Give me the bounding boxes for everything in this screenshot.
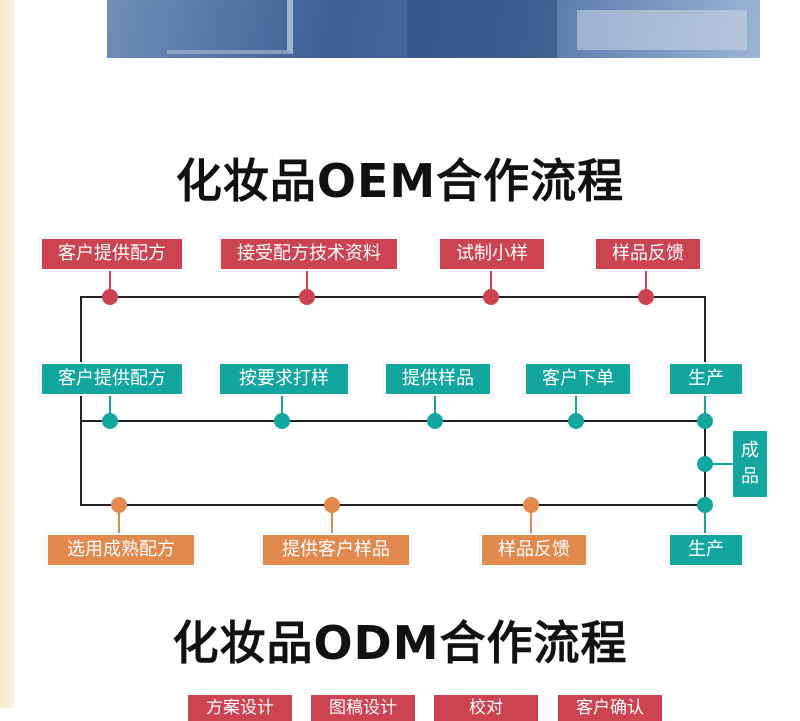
connector xyxy=(645,266,647,297)
step-label: 客户提供配方 xyxy=(40,362,184,396)
flow-line-left xyxy=(80,296,82,506)
flow-line-bottom xyxy=(80,504,705,506)
connector xyxy=(705,463,733,465)
connector xyxy=(281,392,283,422)
step-label: 样品反馈 xyxy=(480,533,588,567)
flow-node-dot xyxy=(299,289,315,305)
step-label: 接受配方技术资料 xyxy=(219,237,399,271)
connector xyxy=(109,266,111,297)
finished-char: 成 xyxy=(741,440,759,461)
connector xyxy=(704,392,706,422)
step-label: 客户下单 xyxy=(524,362,632,396)
odm-title: 化妆品ODM合作流程 xyxy=(172,616,628,670)
step-label: 试制小样 xyxy=(438,237,546,271)
step-label: 生产 xyxy=(668,362,744,396)
step-label: 样品反馈 xyxy=(594,237,702,271)
step-label: 生产 xyxy=(668,533,744,567)
finished-char: 品 xyxy=(741,466,759,487)
flow-node-dot xyxy=(697,456,713,472)
flow-node-dot xyxy=(638,289,654,305)
connector xyxy=(530,505,532,537)
connector xyxy=(306,266,308,297)
odm-step-label: 客户确认 xyxy=(558,695,662,721)
connector xyxy=(704,505,706,537)
flow-node-dot xyxy=(427,413,443,429)
flow-node-dot xyxy=(483,289,499,305)
finished-product-label: 成 品 xyxy=(733,431,767,497)
step-label: 提供样品 xyxy=(384,362,492,396)
oem-title: 化妆品OEM合作流程 xyxy=(175,154,625,208)
photo-machine-panel xyxy=(577,10,747,50)
connector xyxy=(331,505,333,537)
connector xyxy=(575,392,577,422)
flow-node-dot xyxy=(523,497,539,513)
left-decor-strip xyxy=(0,0,14,708)
step-label: 客户提供配方 xyxy=(40,237,184,271)
connector xyxy=(118,505,120,537)
photo-machine-frame xyxy=(167,0,293,54)
flow-node-dot xyxy=(324,497,340,513)
flow-node-dot xyxy=(568,413,584,429)
step-label: 提供客户样品 xyxy=(261,533,411,567)
flow-node-dot xyxy=(111,497,127,513)
step-label: 按要求打样 xyxy=(218,362,350,396)
factory-photo xyxy=(107,0,760,58)
odm-step-label: 图稿设计 xyxy=(311,695,415,721)
photo-machine-body xyxy=(407,0,557,58)
flow-node-dot xyxy=(102,289,118,305)
flow-node-dot xyxy=(697,413,713,429)
flow-line-middle xyxy=(80,420,705,422)
step-label: 选用成熟配方 xyxy=(46,533,196,567)
flow-node-dot xyxy=(102,413,118,429)
connector xyxy=(490,266,492,297)
flow-node-dot xyxy=(274,413,290,429)
odm-step-label: 方案设计 xyxy=(188,695,292,721)
connector xyxy=(109,392,111,422)
flow-line-top xyxy=(80,296,705,298)
connector xyxy=(434,392,436,422)
flow-node-dot xyxy=(697,497,713,513)
odm-step-label: 校对 xyxy=(434,695,538,721)
